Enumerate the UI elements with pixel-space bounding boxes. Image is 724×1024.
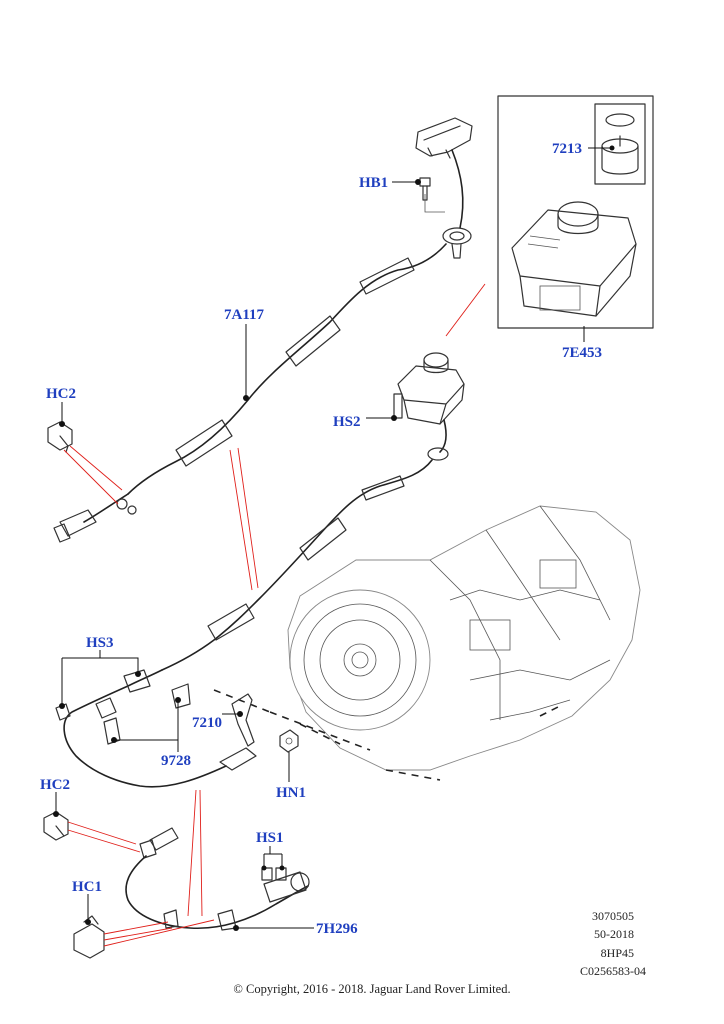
reference-line-3: 8HP45 [601,946,634,960]
lower-shift-cable [43,792,314,959]
callout-hs2: HS2 [333,414,361,430]
reference-line-2: 50-2018 [594,927,634,941]
callout-hs3: HS3 [86,635,114,651]
bolt-hb1 [392,177,445,213]
callout-7a117: 7A117 [224,307,265,323]
reference-line-1: 3070505 [592,909,634,923]
callout-hs1: HS1 [256,830,284,846]
callout-labels: HB1 7A117 HC2 HS2 7213 7E453 HS3 7210 97… [40,141,602,937]
selector-inset [445,95,654,342]
callout-7213: 7213 [552,141,582,157]
reference-line-4: C0256583-04 [580,964,646,978]
callout-hc2-bottom: HC2 [40,777,70,793]
callout-hb1: HB1 [359,175,388,191]
callout-7210: 7210 [192,715,222,731]
transmission-housing [213,447,641,781]
callout-7h296: 7H296 [316,921,358,937]
upper-shift-cable [53,117,473,543]
callout-7e453: 7E453 [562,345,602,361]
reference-block: 3070505 50-2018 8HP45 C0256583-04 [580,909,646,978]
clip-hc2-top [47,402,123,505]
callout-hn1: HN1 [276,785,306,801]
lower-linkage [55,650,299,917]
copyright-notice: © Copyright, 2016 - 2018. Jaguar Land Ro… [233,982,510,996]
callout-9728: 9728 [161,753,191,769]
installed-selector [161,352,465,671]
callout-hc2-top: HC2 [46,386,76,402]
callout-hc1: HC1 [72,879,102,895]
